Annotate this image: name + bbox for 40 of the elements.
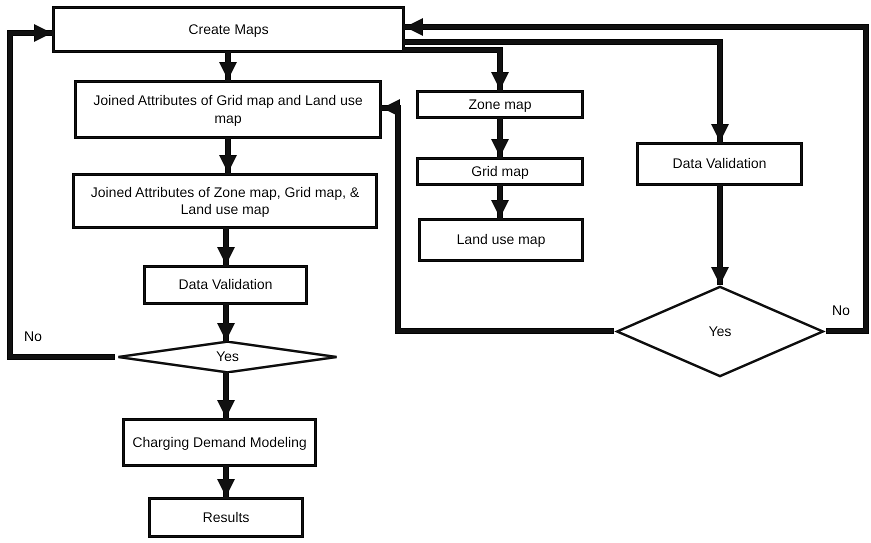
box-label: Grid map [471,162,529,180]
process-box [74,80,382,139]
arrow [217,229,235,265]
arrow [217,467,235,497]
arrow [217,305,235,341]
box-label: Data Validation [672,155,766,173]
box-label: Land use map [456,231,546,249]
decision-text: Yes [216,348,239,366]
box-label: Joined Attributes of Grid map and Land use map [92,92,364,127]
arrow [405,18,869,334]
process-box [122,418,317,467]
arrow [491,186,509,218]
arrow [405,39,729,142]
arrow [217,373,235,418]
arrow [711,186,729,285]
process-box [418,218,584,262]
box-label: Zone map [468,96,532,114]
process-box [148,497,304,538]
edge-label: No [830,302,852,318]
arrow [7,24,115,360]
arrow [382,99,614,334]
box-label: Data Validation [178,276,272,294]
decision-diamond [614,285,826,378]
arrow [491,119,509,157]
box-label: Create Maps [188,20,269,38]
decision-text: Yes [708,322,732,340]
edge-label: No [22,328,44,344]
arrow [219,53,237,80]
process-box [143,265,308,305]
arrow [405,47,509,90]
process-box [416,157,584,186]
process-box [72,173,378,229]
process-box [416,90,584,119]
box-label: Results [202,508,250,526]
process-box [52,6,405,53]
arrow [219,139,237,173]
box-label: Charging Demand Modeling [132,434,307,452]
box-label: Joined Attributes of Zone map, Grid map, & Land use map [90,184,360,218]
process-box [636,142,803,186]
decision-diamond [115,341,340,373]
